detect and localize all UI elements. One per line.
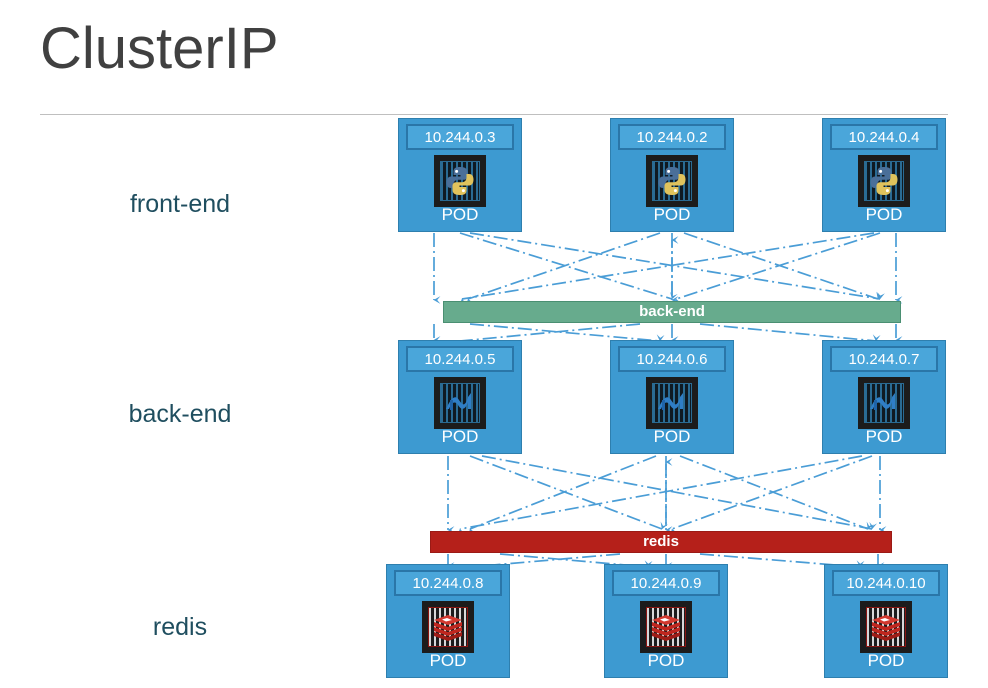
- pod-back-end-1[interactable]: 10.244.0.5 POD: [398, 340, 522, 454]
- pod-back-end-3[interactable]: 10.244.0.7 POD: [822, 340, 946, 454]
- pod-caption: POD: [865, 205, 903, 224]
- pod-ip-label: 10.244.0.4: [830, 124, 938, 150]
- python-icon: [858, 155, 910, 207]
- pod-ip-label: 10.244.0.7: [830, 346, 938, 372]
- pod-ip-label: 10.244.0.5: [406, 346, 514, 372]
- row-label-redis: redis: [152, 613, 208, 641]
- redis-icon: [860, 601, 912, 653]
- service-bar-back-end[interactable]: back-end: [443, 301, 901, 323]
- pod-caption: POD: [653, 427, 691, 446]
- pod-front-end-1[interactable]: 10.244.0.3 POD: [398, 118, 522, 232]
- pod-front-end-2[interactable]: 10.244.0.2 POD: [610, 118, 734, 232]
- pod-caption: POD: [429, 651, 467, 670]
- pod-ip-label: 10.244.0.2: [618, 124, 726, 150]
- pod-ip-label: 10.244.0.6: [618, 346, 726, 372]
- nginx-icon: [858, 377, 910, 429]
- nginx-icon: [646, 377, 698, 429]
- pod-ip-label: 10.244.0.3: [406, 124, 514, 150]
- python-icon: [646, 155, 698, 207]
- redis-icon: [422, 601, 474, 653]
- pod-caption: POD: [647, 651, 685, 670]
- pod-caption: POD: [441, 205, 479, 224]
- title-divider: [40, 114, 948, 115]
- nginx-icon: [434, 377, 486, 429]
- pod-redis-3[interactable]: 10.244.0.10 POD: [824, 564, 948, 678]
- pod-caption: POD: [867, 651, 905, 670]
- pod-ip-label: 10.244.0.10: [832, 570, 940, 596]
- pod-caption: POD: [865, 427, 903, 446]
- pod-ip-label: 10.244.0.9: [612, 570, 720, 596]
- pod-caption: POD: [653, 205, 691, 224]
- page-title: ClusterIP: [40, 16, 279, 81]
- pod-back-end-2[interactable]: 10.244.0.6 POD: [610, 340, 734, 454]
- row-label-back-end: back-end: [128, 400, 232, 428]
- pod-caption: POD: [441, 427, 479, 446]
- pod-ip-label: 10.244.0.8: [394, 570, 502, 596]
- python-icon: [434, 155, 486, 207]
- pod-redis-2[interactable]: 10.244.0.9 POD: [604, 564, 728, 678]
- row-label-front-end: front-end: [129, 190, 231, 218]
- redis-icon: [640, 601, 692, 653]
- pod-redis-1[interactable]: 10.244.0.8 POD: [386, 564, 510, 678]
- pod-front-end-3[interactable]: 10.244.0.4 POD: [822, 118, 946, 232]
- service-bar-redis[interactable]: redis: [430, 531, 892, 553]
